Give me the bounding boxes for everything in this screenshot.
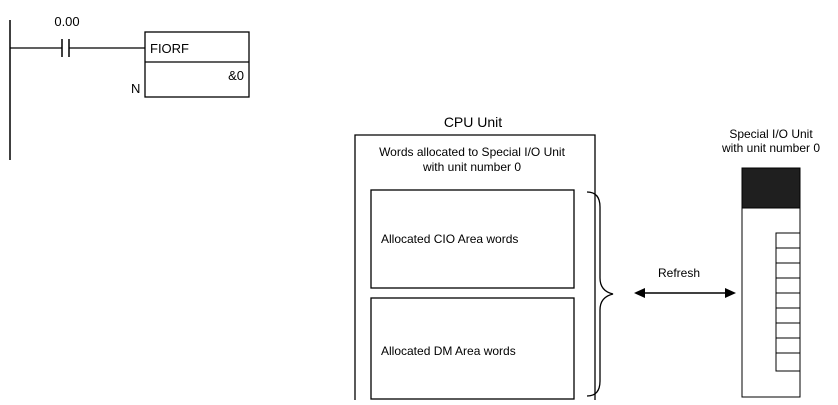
contact-symbol (61, 39, 70, 57)
cpu-box-caption-line2: with unit number 0 (422, 160, 521, 174)
contact-address: 0.00 (54, 14, 79, 29)
dm-area-box (370, 297, 575, 400)
cpu-box-caption-line1: Words allocated to Special I/O Unit (379, 145, 566, 159)
cpu-unit: CPU Unit Words allocated to Special I/O … (354, 114, 614, 400)
operand-label: N (131, 81, 140, 96)
curly-brace (586, 191, 614, 397)
cio-area-box (370, 189, 575, 289)
ladder-diagram: 0.00 FIORF &0 N (9, 14, 250, 160)
operand-value: &0 (228, 68, 244, 83)
cio-area-label: Allocated CIO Area words (381, 232, 518, 246)
instruction-block (144, 31, 250, 98)
unit-top-block (741, 167, 801, 209)
dm-area-label: Allocated DM Area words (381, 344, 516, 358)
cpu-unit-title: CPU Unit (444, 114, 502, 130)
refresh-arrow: Refresh (634, 266, 736, 298)
cpu-unit-frame (354, 134, 596, 400)
special-unit-title-line1: Special I/O Unit (729, 127, 813, 141)
special-io-unit: Special I/O Unit with unit number 0 (721, 127, 820, 398)
instruction-mnemonic: FIORF (150, 41, 189, 56)
special-unit-title-line2: with unit number 0 (721, 141, 820, 155)
refresh-label: Refresh (658, 266, 700, 280)
terminal-block (775, 232, 801, 372)
